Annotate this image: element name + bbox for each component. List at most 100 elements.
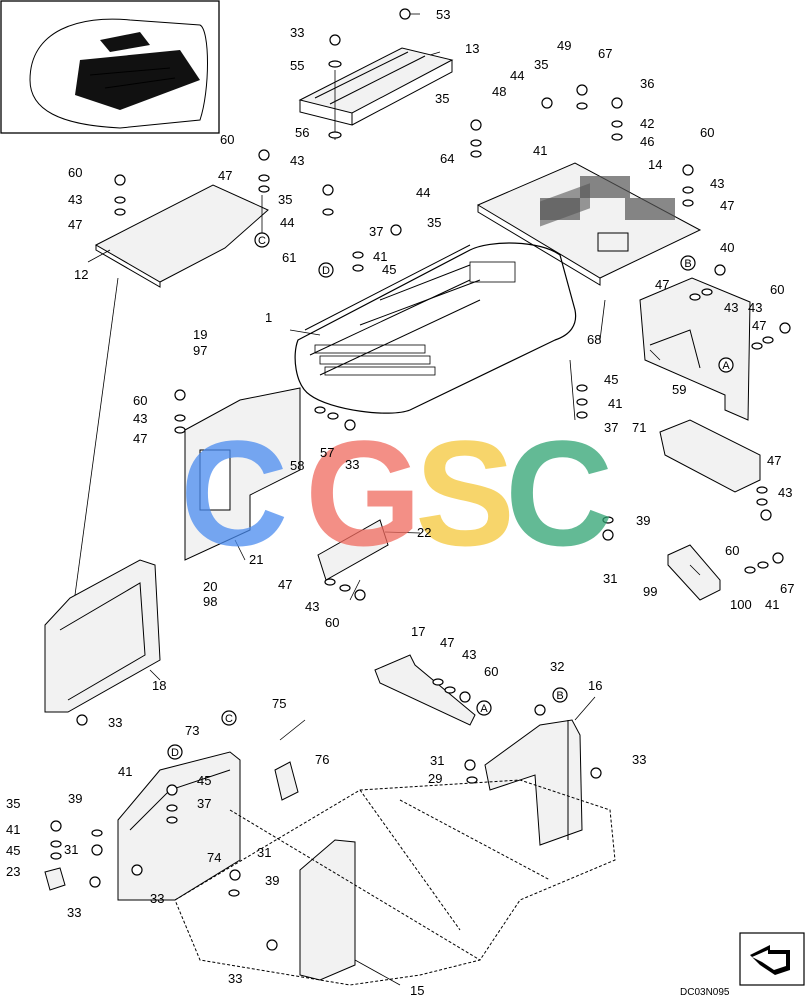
watermark-letter: C	[505, 409, 613, 577]
callout: 60	[770, 282, 784, 297]
callout: 45	[197, 773, 211, 788]
callout: 31	[64, 842, 78, 857]
callout: 67	[780, 581, 794, 596]
svg-text:D: D	[171, 747, 179, 759]
svg-text:A: A	[722, 360, 730, 372]
svg-text:B: B	[684, 258, 691, 270]
callout: 39	[636, 513, 650, 528]
callout: 33	[228, 971, 242, 986]
callout: 33	[345, 457, 359, 472]
callout: 31	[430, 753, 444, 768]
callout: 47	[278, 577, 292, 592]
callout: 67	[598, 46, 612, 61]
callout: 43	[748, 300, 762, 315]
callout: 45	[6, 843, 20, 858]
callout: 44	[416, 185, 430, 200]
ref-marker-a-right: A	[718, 357, 734, 373]
part-71-bracket	[659, 419, 761, 493]
callout: 49	[557, 38, 571, 53]
base-chassis	[174, 779, 616, 986]
callout: 37	[604, 420, 618, 435]
ref-marker-c-top: C	[254, 232, 270, 248]
callout: 47	[218, 168, 232, 183]
part-12-plate	[94, 184, 269, 288]
callout: 43	[133, 411, 147, 426]
callout: 41	[608, 396, 622, 411]
callout: 15	[410, 983, 424, 998]
callout: 31	[603, 571, 617, 586]
callout: 21	[249, 552, 263, 567]
part-13-rail	[298, 47, 454, 126]
callout: 45	[604, 372, 618, 387]
callout: 47	[68, 217, 82, 232]
callout: 55	[290, 58, 304, 73]
callout: 43	[68, 192, 82, 207]
callout: 33	[632, 752, 646, 767]
svg-text:C: C	[258, 235, 266, 247]
callout: 56	[295, 125, 309, 140]
callout: 35	[435, 91, 449, 106]
callout: 47	[720, 198, 734, 213]
callout: 13	[465, 41, 479, 56]
callout: 60	[68, 165, 82, 180]
callout: 16	[588, 678, 602, 693]
callout: 41	[118, 764, 132, 779]
callout: 33	[108, 715, 122, 730]
callout: 73	[185, 723, 199, 738]
callout: 71	[632, 420, 646, 435]
callout: 41	[765, 597, 779, 612]
callout: 57	[320, 445, 334, 460]
callout: 47	[133, 431, 147, 446]
part-76-plate	[274, 761, 299, 801]
callout: 19	[193, 327, 207, 342]
callout: 61	[282, 250, 296, 265]
callout: 97	[193, 343, 207, 358]
callout: 60	[325, 615, 339, 630]
callout: 43	[778, 485, 792, 500]
svg-text:A: A	[480, 703, 488, 715]
callout: 33	[67, 905, 81, 920]
svg-text:B: B	[556, 690, 563, 702]
callout: 31	[257, 845, 271, 860]
callout: 37	[369, 224, 383, 239]
ref-marker-c-low: C	[221, 710, 237, 726]
callout: 1	[265, 310, 272, 325]
callout: 60	[700, 125, 714, 140]
callout: 100	[730, 597, 752, 612]
callout: 76	[315, 752, 329, 767]
part-14-plate	[476, 162, 702, 286]
svg-text:C: C	[225, 713, 233, 725]
callout: 40	[720, 240, 734, 255]
callout: 43	[305, 599, 319, 614]
callout-labels: 53 33 13 55 56 35 49 67 44 36 48 42 46 4…	[6, 7, 794, 998]
callout: 20	[203, 579, 217, 594]
ref-marker-d-top: D	[318, 262, 334, 278]
callout: 35	[6, 796, 20, 811]
fasteners	[50, 8, 791, 951]
ref-marker-b-low: B	[552, 687, 568, 703]
callout: 47	[440, 635, 454, 650]
watermark-letter: G	[305, 409, 422, 577]
callout: 98	[203, 594, 217, 609]
callout: 46	[640, 134, 654, 149]
callout: 12	[74, 267, 88, 282]
callout: 43	[724, 300, 738, 315]
ref-marker-b-top: B	[680, 255, 696, 271]
part-59-bracket	[639, 277, 751, 421]
ref-marker-a-mid: A	[476, 700, 492, 716]
callout: 41	[373, 249, 387, 264]
callout: 39	[68, 791, 82, 806]
callout: 44	[510, 68, 524, 83]
part-1-cover	[294, 242, 577, 414]
callout: 99	[643, 584, 657, 599]
orientation-arrow-icon	[739, 932, 805, 986]
drawing-code: DC03N095	[680, 987, 730, 998]
callout: 29	[428, 771, 442, 786]
callout: 60	[484, 664, 498, 679]
callout: 32	[550, 659, 564, 674]
callout: 47	[655, 277, 669, 292]
part-17-bracket	[374, 654, 476, 726]
inset-thumbnail	[0, 0, 220, 134]
callout: 59	[672, 382, 686, 397]
